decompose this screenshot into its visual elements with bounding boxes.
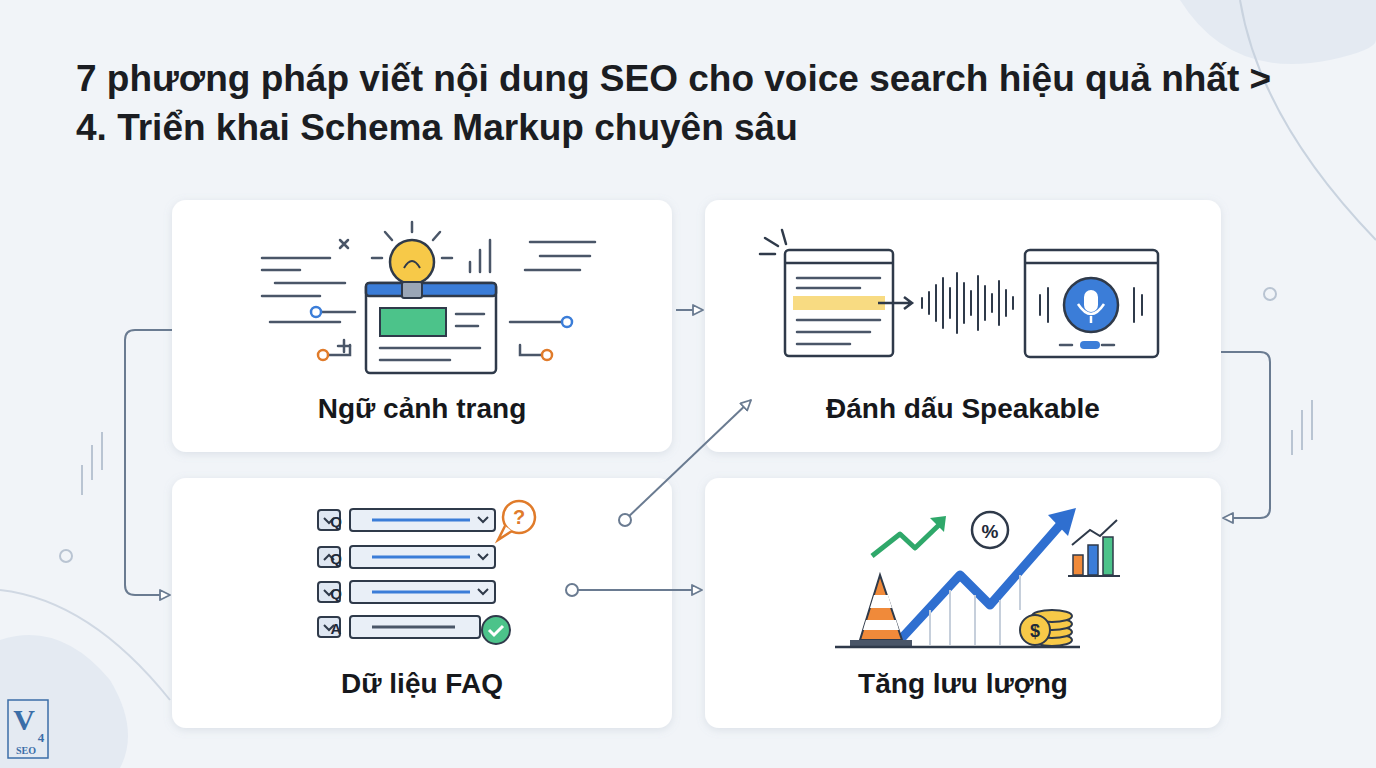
- card-box: Đánh dấu Speakable: [705, 200, 1221, 452]
- icon-glyph: A: [331, 621, 342, 636]
- logo-text: V: [13, 705, 35, 735]
- card-label: Đánh dấu Speakable: [705, 393, 1221, 425]
- flow-arrow: [625, 400, 751, 520]
- flow-arrow: [572, 589, 702, 591]
- logo-text: SEO: [16, 746, 36, 756]
- card-box: Ngữ cảnh trang: [172, 200, 672, 452]
- card-label: Tăng lưu lượng: [705, 668, 1221, 700]
- flow-arrow: [1221, 352, 1270, 518]
- flow-arrow: [676, 309, 703, 311]
- title: 7 phương pháp viết nội dung SEO cho voic…: [76, 54, 1306, 152]
- edge-dot: [566, 584, 578, 596]
- card-box: Tăng lưu lượng: [705, 478, 1221, 728]
- edge-dot: [619, 514, 631, 526]
- logo-text: 4: [38, 731, 45, 744]
- icon-glyph: Q: [330, 586, 342, 601]
- icon-glyph: $: [1030, 622, 1040, 640]
- icon-glyph: Q: [330, 551, 342, 566]
- icon-glyph: %: [982, 522, 999, 541]
- card-label: Ngữ cảnh trang: [172, 393, 672, 425]
- icon-glyph: ?: [513, 507, 525, 527]
- card-box: Dữ liệu FAQ: [172, 478, 672, 728]
- icon-glyph: Q: [330, 514, 342, 529]
- flow-arrow: [125, 330, 172, 595]
- card-label: Dữ liệu FAQ: [172, 668, 672, 700]
